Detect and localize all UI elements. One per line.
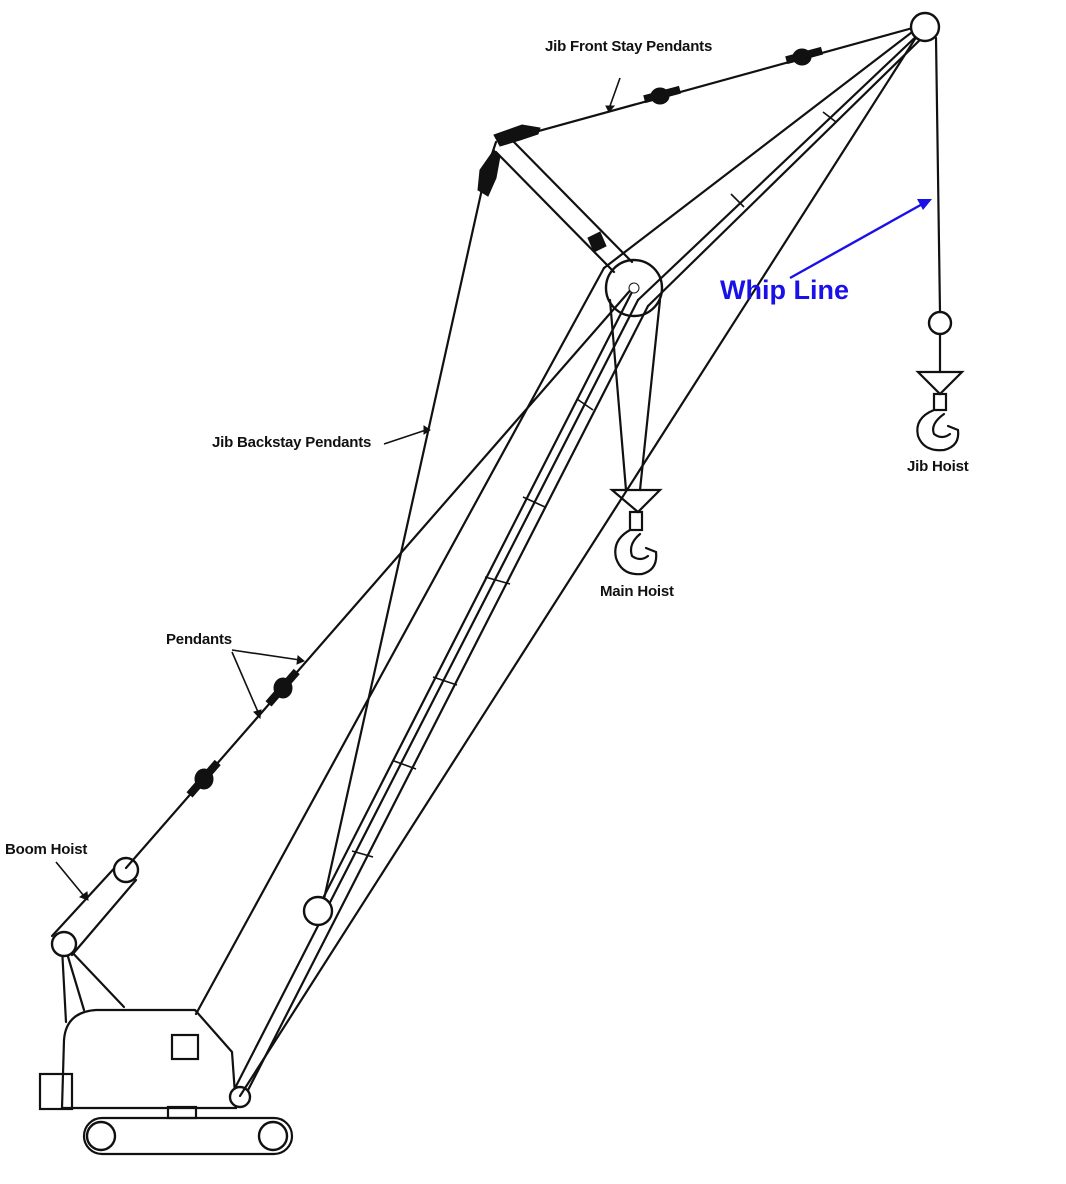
label-arrows <box>55 77 932 901</box>
jib-backstay-pendants <box>320 140 501 910</box>
crawler-track <box>82 1105 294 1156</box>
whip-line-label: Whip Line <box>720 275 849 305</box>
boom <box>194 266 650 1109</box>
main-hoist <box>608 298 663 576</box>
jib <box>602 24 928 308</box>
boom-pendants <box>124 284 636 870</box>
hoist-lines <box>238 26 924 1098</box>
pendants-label: Pendants <box>166 631 232 648</box>
jib-hoist <box>915 36 965 452</box>
jib-front-stay-pendants-label: Jib Front Stay Pendants <box>545 38 713 55</box>
boom-hoist-gantry <box>50 856 140 1024</box>
jib-front-stay-pendants <box>493 24 922 147</box>
jib-mast <box>494 136 634 274</box>
boom-hoist-label: Boom Hoist <box>5 841 88 858</box>
boom-point-sheave <box>604 258 664 318</box>
machinery-house <box>38 1008 238 1111</box>
main-hoist-label: Main Hoist <box>600 583 674 600</box>
jib-hoist-label: Jib Hoist <box>907 458 969 475</box>
jib-tip-sheave <box>909 11 941 43</box>
jib-backstay-pendants-label: Jib Backstay Pendants <box>212 434 372 451</box>
